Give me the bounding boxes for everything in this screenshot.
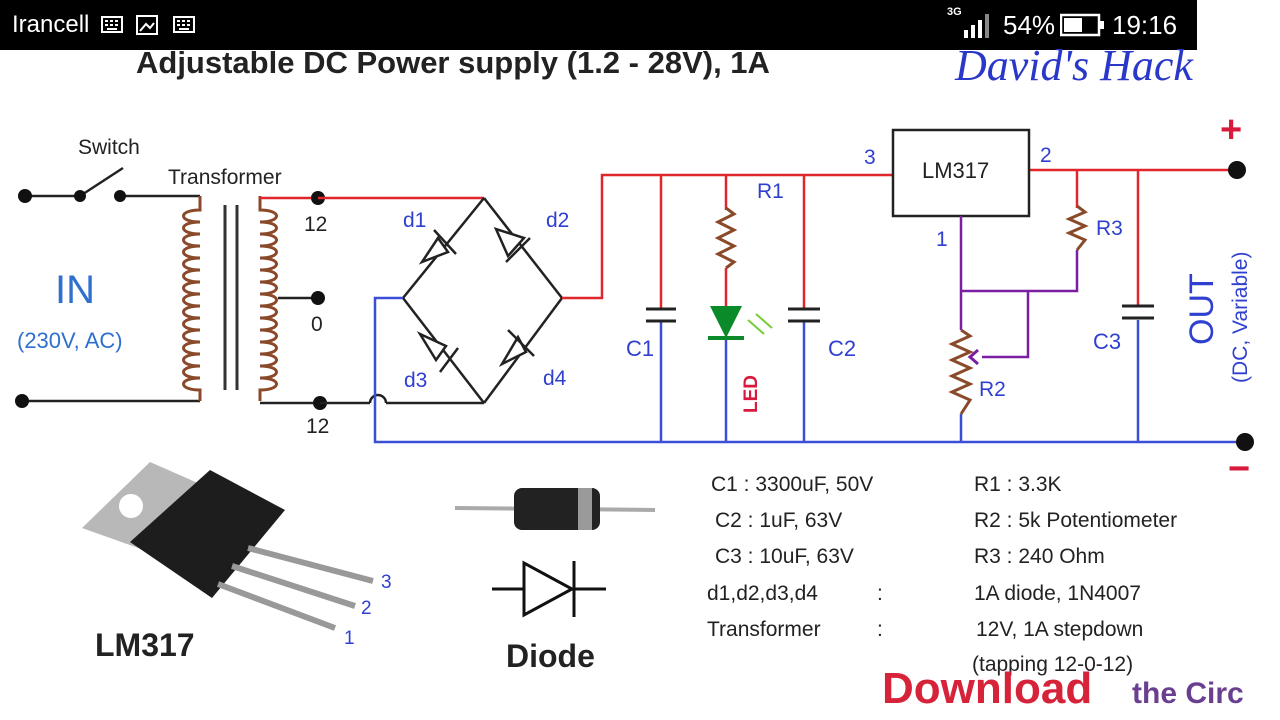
d1-label: d1 [403,209,426,232]
positive-rail [562,168,1237,308]
download-banner-rest[interactable]: the Circ [1132,677,1244,710]
legend-c1: C1 : 3300uF, 50V [711,473,873,496]
lm317-package-image [82,462,374,631]
tap-mid-label: 0 [311,313,323,336]
legend-r3: R3 : 240 Ohm [974,545,1105,568]
legend-c3: C3 : 10uF, 63V [715,545,854,568]
diode-caption: Diode [506,638,595,674]
tap-bot-label: 12 [306,415,329,438]
c3-label: C3 [1093,329,1121,354]
resistor-r3 [1065,204,1089,251]
carrier-name: Irancell [12,11,90,38]
r2-label: R2 [979,378,1006,401]
led [708,306,773,340]
legend-r1: R1 : 3.3K [974,473,1062,496]
d4-label: d4 [543,367,567,390]
capacitor-c1 [646,307,676,323]
input-label: IN [55,268,95,312]
package-pin3: 3 [381,572,392,593]
adjust-network [959,216,1079,359]
c2-label: C2 [828,336,856,361]
pin2-label: 2 [1040,144,1052,167]
transformer-label: Transformer [168,166,282,189]
switch-label: Switch [78,136,140,159]
legend-transformer-sep: : [877,618,883,641]
r1-label: R1 [757,180,784,203]
battery-icon [1060,13,1104,37]
signal-icon [964,14,989,38]
d3-label: d3 [404,369,427,392]
r3-label: R3 [1096,217,1123,240]
package-pin1: 1 [344,628,355,649]
capacitor-c2 [788,307,820,323]
network-type: 3G [947,6,962,18]
diode-image [454,488,656,530]
battery-percent: 54% [1003,10,1056,40]
input-switch [15,166,200,408]
diode-symbol [492,560,606,618]
component-legend: C1 : 3300uF, 50V R1 : 3.3K C2 : 1uF, 63V… [707,473,1177,676]
tap-top-label: 12 [304,213,327,236]
legend-diodes-value: 1A diode, 1N4007 [974,582,1141,605]
pin1-label: 1 [936,228,948,251]
clock: 19:16 [1112,10,1178,40]
legend-transformer: Transformer [707,618,821,641]
input-spec: (230V, AC) [17,328,123,353]
diagram-title: Adjustable DC Power supply (1.2 - 28V), … [136,45,770,80]
legend-diodes-sep: : [877,582,883,605]
potentiometer-r2 [948,328,979,415]
transformer [182,196,278,401]
edge-strip [1197,0,1280,50]
keyboard-icon [101,15,195,35]
led-label: LED [741,375,762,413]
ground-rail [373,296,1245,444]
package-name: LM317 [95,627,195,663]
regulator-label: LM317 [922,158,989,183]
status-bar: Irancell 3G 54% 19:16 [0,0,1197,50]
minus-terminal-label: − [1228,448,1250,490]
bridge-rectifier [402,197,564,404]
legend-c2: C2 : 1uF, 63V [715,509,842,532]
legend-diodes: d1,d2,d3,d4 [707,582,818,605]
output-spec: (DC, Variable) [1229,252,1252,383]
capacitor-c3 [1122,304,1154,320]
d2-label: d2 [546,209,569,232]
legend-transformer-value: 12V, 1A stepdown [976,618,1143,641]
resistor-r1 [714,206,738,270]
output-label: OUT [1183,273,1221,345]
notification-icons [101,13,196,42]
download-banner[interactable]: Download [882,664,1092,713]
c1-label: C1 [626,336,654,361]
pin3-label: 3 [864,146,876,169]
brand-name: David's Hack [954,41,1194,90]
legend-r2: R2 : 5k Potentiometer [974,509,1177,532]
lm317-block [891,128,1031,218]
plus-terminal-label: + [1220,109,1242,151]
package-pin2: 2 [361,598,372,619]
tapping-note: (tapping 12-0-12) [972,653,1133,676]
